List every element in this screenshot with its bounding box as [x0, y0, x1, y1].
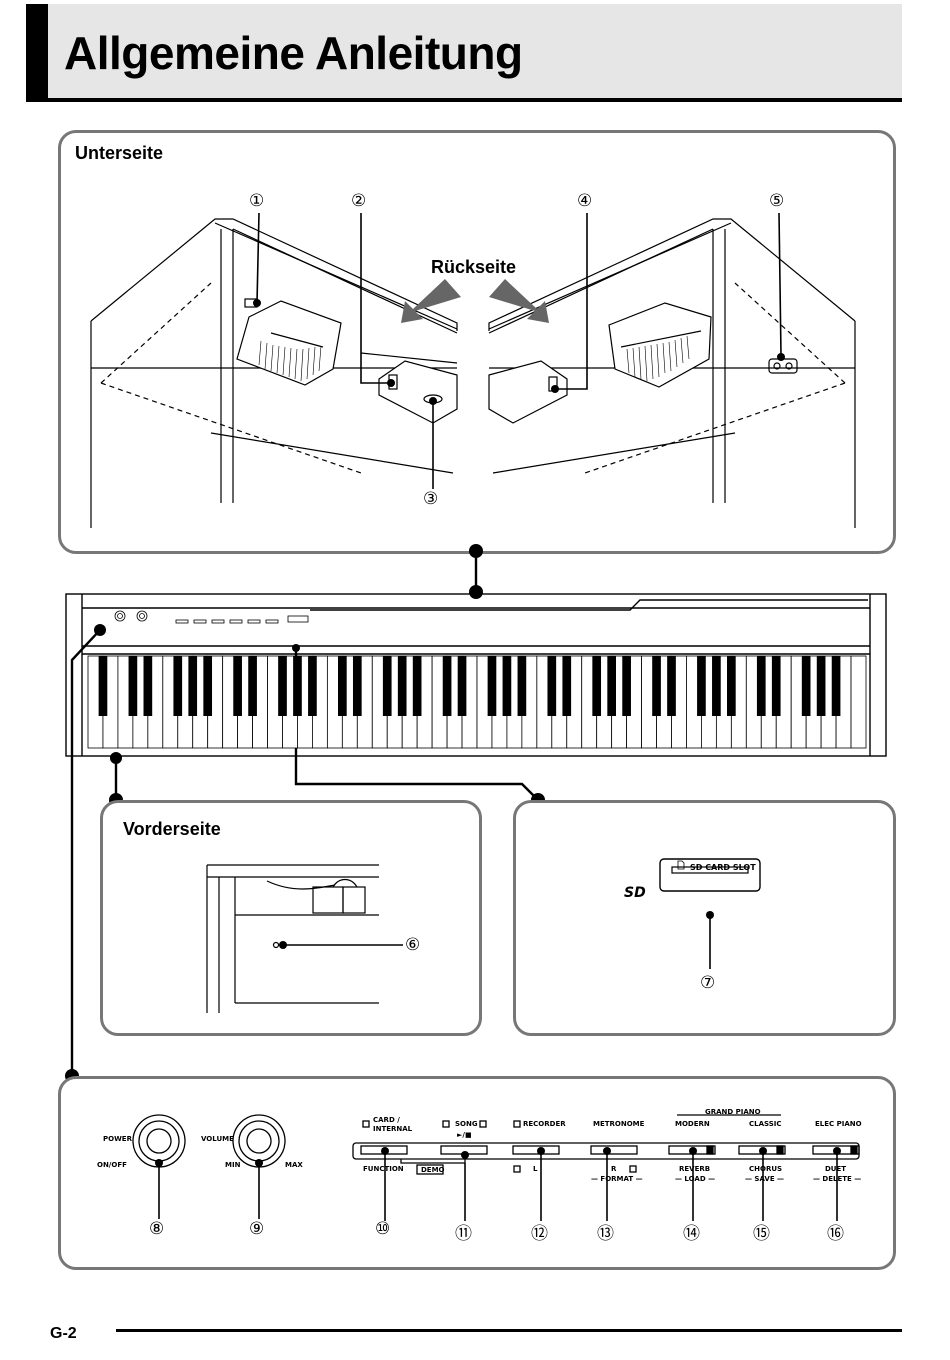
page-title: Allgemeine Anleitung — [64, 27, 523, 79]
callout-14: ⑭ — [683, 1224, 700, 1244]
sd-slot-illustration — [659, 857, 761, 969]
back-side-label: Rückseite — [431, 257, 517, 277]
metronome-label: METRONOME — [593, 1120, 645, 1128]
callout-2: ② — [351, 191, 367, 211]
black-key — [487, 656, 497, 716]
sd-slot-panel: SD CARD SLOT SD ⑦ — [513, 800, 896, 1036]
r-label: R — [611, 1165, 617, 1173]
callout-9: ⑨ — [249, 1219, 265, 1239]
card-internal-label: CARD / INTERNAL — [373, 1116, 413, 1133]
chorus-label: CHORUS — [749, 1165, 783, 1173]
black-key — [203, 656, 213, 716]
power-label: POWER — [103, 1135, 132, 1143]
callout-3: ③ — [423, 489, 439, 509]
footer-rule — [116, 1329, 902, 1332]
classic-label: CLASSIC — [749, 1120, 782, 1128]
black-key — [667, 656, 676, 716]
black-key — [143, 656, 153, 716]
volume-max-label: MAX — [285, 1161, 303, 1169]
black-key — [173, 656, 183, 716]
control-panel: POWER ON/OFF VOLUME MIN MAX CARD / INTER… — [58, 1076, 896, 1270]
callout-10: ⑩ — [375, 1219, 391, 1239]
black-key — [771, 656, 781, 716]
black-key — [128, 656, 138, 716]
black-key — [188, 656, 198, 716]
callout-13: ⑬ — [597, 1224, 614, 1244]
white-key — [850, 655, 867, 749]
grand-piano-label: GRAND PIANO — [705, 1108, 761, 1116]
black-key — [248, 656, 257, 716]
black-key — [712, 656, 721, 716]
black-key — [442, 656, 452, 716]
format-label: — FORMAT — — [591, 1175, 643, 1183]
callout-12: ⑫ — [531, 1224, 548, 1244]
bottom-view-title: Unterseite — [75, 143, 164, 163]
front-view-panel: Vorderseite ⑥ — [100, 800, 482, 1036]
delete-label: — DELETE — — [813, 1175, 862, 1183]
black-key — [547, 656, 557, 716]
black-key — [756, 656, 766, 716]
sd-card-slot-label: SD CARD SLOT — [690, 863, 756, 872]
callout-4: ④ — [577, 191, 593, 211]
black-key — [98, 656, 108, 716]
black-key — [697, 656, 706, 716]
play-stop-label: ►/■ — [457, 1131, 472, 1139]
reverb-label: REVERB — [679, 1165, 711, 1173]
black-key — [727, 656, 736, 716]
black-key — [801, 656, 811, 716]
song-label: SONG — [455, 1120, 478, 1128]
callout-5: ⑤ — [769, 191, 785, 211]
elec-piano-label: ELEC PIANO — [815, 1120, 862, 1128]
callout-6: ⑥ — [405, 935, 421, 955]
black-key — [457, 656, 467, 716]
callout-8: ⑧ — [149, 1219, 165, 1239]
header-accent-bar — [26, 4, 48, 102]
bottom-view-panel: Unterseite Rückseite — [58, 130, 896, 554]
black-key — [233, 656, 242, 716]
front-view-illustration — [206, 864, 403, 1013]
callout-1: ① — [249, 191, 265, 211]
black-key — [502, 656, 512, 716]
duet-label: DUET — [825, 1165, 847, 1173]
function-label: FUNCTION — [363, 1165, 404, 1173]
black-key — [412, 656, 422, 716]
volume-label: VOLUME — [201, 1135, 234, 1143]
black-key — [397, 656, 407, 716]
power-on-off-label: ON/OFF — [97, 1161, 127, 1169]
black-key — [831, 656, 841, 716]
black-key — [338, 656, 347, 716]
volume-min-label: MIN — [225, 1161, 241, 1169]
control-panel-illustration — [132, 1114, 860, 1221]
callout-11: ⑪ — [455, 1224, 472, 1244]
black-key — [607, 656, 616, 716]
black-key — [816, 656, 826, 716]
black-key — [622, 656, 631, 716]
black-key — [562, 656, 572, 716]
load-label: — LOAD — — [675, 1175, 716, 1183]
black-key — [652, 656, 661, 716]
front-view-title: Vorderseite — [123, 819, 221, 839]
page-number: G-2 — [50, 1325, 77, 1342]
callout-16: ⑯ — [827, 1224, 844, 1244]
page-header: Allgemeine Anleitung — [26, 4, 902, 102]
black-key — [293, 656, 302, 716]
l-label: L — [533, 1165, 538, 1173]
save-label: — SAVE — — [745, 1175, 785, 1183]
black-key — [382, 656, 392, 716]
callout-7: ⑦ — [700, 973, 716, 993]
black-key — [592, 656, 602, 716]
callout-15: ⑮ — [753, 1224, 770, 1244]
black-key — [352, 656, 362, 716]
black-key — [308, 656, 317, 716]
bottom-view-illustration — [90, 212, 856, 528]
black-key — [278, 656, 287, 716]
recorder-label: RECORDER — [523, 1120, 566, 1128]
modern-label: MODERN — [675, 1120, 710, 1128]
sd-logo: SD — [624, 885, 646, 901]
demo-label: DEMO — [421, 1166, 445, 1174]
black-key — [517, 656, 527, 716]
